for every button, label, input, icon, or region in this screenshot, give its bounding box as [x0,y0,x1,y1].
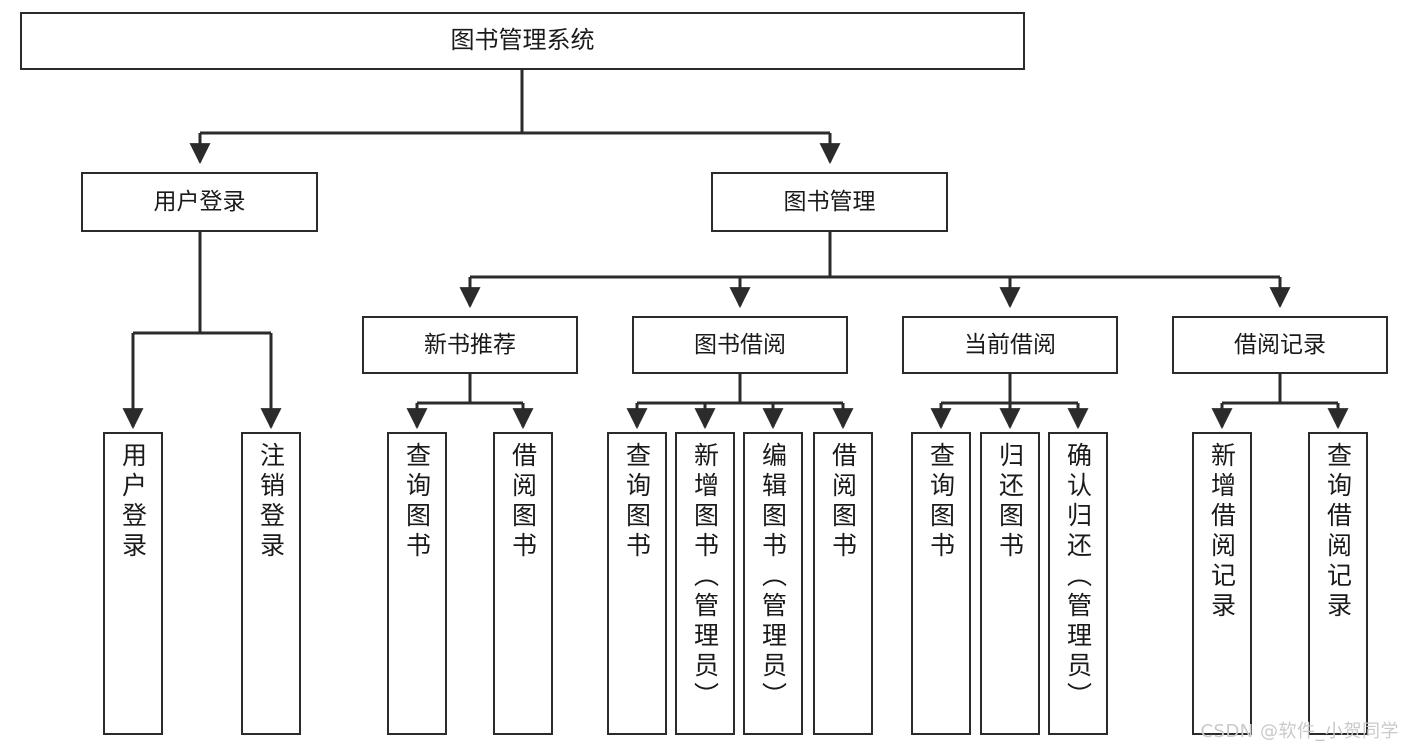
node-root-label: 图书管理系统 [450,26,595,55]
leaf-borrow-book-recommend-label: 借阅图书 [508,442,538,562]
leaf-edit-book-admin-label: 编辑图书（管理员） [758,442,788,712]
leaf-return-book[interactable]: 归还图书 [980,432,1040,735]
leaf-edit-book-admin[interactable]: 编辑图书（管理员） [743,432,803,735]
node-borrow-record-label: 借阅记录 [1234,331,1326,358]
node-borrow-record[interactable]: 借阅记录 [1172,316,1388,374]
leaf-logout-label: 注销登录 [256,442,286,562]
watermark: CSDN @软件_小贺同学 [1200,721,1399,742]
leaf-query-book-current[interactable]: 查询图书 [911,432,971,735]
leaf-borrow-book-recommend[interactable]: 借阅图书 [493,432,553,735]
leaf-confirm-return-admin[interactable]: 确认归还（管理员） [1048,432,1108,735]
leaf-add-book-admin-label: 新增图书（管理员） [690,442,720,712]
node-current-borrow[interactable]: 当前借阅 [902,316,1118,374]
node-user-login-label: 用户登录 [153,188,246,215]
leaf-query-borrow-record[interactable]: 查询借阅记录 [1308,432,1368,735]
leaf-query-book-borrow[interactable]: 查询图书 [607,432,667,735]
leaf-user-login-label: 用户登录 [118,442,148,562]
node-current-borrow-label: 当前借阅 [964,331,1056,358]
node-new-book-recommend[interactable]: 新书推荐 [362,316,578,374]
node-book-borrow[interactable]: 图书借阅 [632,316,848,374]
leaf-query-book-recommend-label: 查询图书 [402,442,432,562]
node-book-management-label: 图书管理 [783,188,876,215]
leaf-add-borrow-record[interactable]: 新增借阅记录 [1192,432,1252,735]
node-root[interactable]: 图书管理系统 [20,12,1025,70]
node-book-borrow-label: 图书借阅 [694,331,786,358]
leaf-borrow-book-label: 借阅图书 [828,442,858,562]
leaf-logout[interactable]: 注销登录 [241,432,301,735]
node-book-management[interactable]: 图书管理 [711,172,948,232]
leaf-user-login[interactable]: 用户登录 [103,432,163,735]
leaf-add-book-admin[interactable]: 新增图书（管理员） [675,432,735,735]
node-user-login[interactable]: 用户登录 [81,172,318,232]
leaf-query-borrow-record-label: 查询借阅记录 [1323,442,1353,622]
node-new-book-recommend-label: 新书推荐 [424,331,516,358]
leaf-confirm-return-admin-label: 确认归还（管理员） [1063,442,1093,712]
leaf-add-borrow-record-label: 新增借阅记录 [1207,442,1237,622]
leaf-query-book-recommend[interactable]: 查询图书 [387,432,447,735]
leaf-return-book-label: 归还图书 [995,442,1025,562]
leaf-borrow-book[interactable]: 借阅图书 [813,432,873,735]
leaf-query-book-borrow-label: 查询图书 [622,442,652,562]
leaf-query-book-current-label: 查询图书 [926,442,956,562]
